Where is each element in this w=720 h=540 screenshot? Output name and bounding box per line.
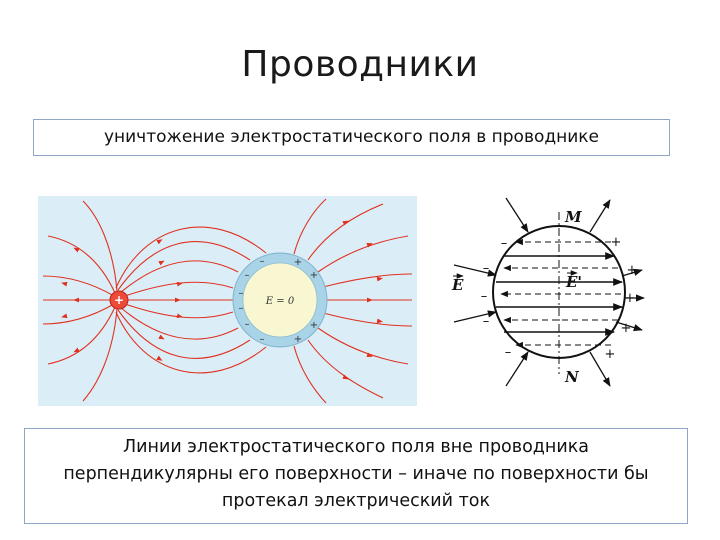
field-line [119, 306, 239, 340]
field-line [47, 306, 116, 365]
surface-normal-arrow [615, 321, 643, 332]
field-line [322, 312, 413, 327]
surface-charge-minus: – [245, 270, 250, 281]
uniform-field-conductor-diagram: – – – – – + + + + + M N E E' [451, 197, 645, 387]
field-line [293, 198, 327, 255]
caption-box: Линии электростатического поля вне прово… [24, 428, 688, 524]
surface-normal-arrow [453, 264, 497, 277]
field-line [82, 308, 118, 402]
field-arrow [73, 347, 80, 353]
conductor-field-diagram: E = 0 – – – – – – + + + + + [38, 196, 417, 406]
surface-charge-minus: – [483, 261, 490, 276]
inside-field-label: E = 0 [265, 296, 295, 307]
field-arrow [158, 334, 165, 340]
point-label-m: M [564, 208, 582, 226]
caption-line-1: Линии электростатического поля вне прово… [123, 437, 589, 457]
field-line [117, 241, 251, 291]
field-arrow [342, 374, 349, 380]
field-line [42, 275, 115, 297]
surface-charge-plus: + [605, 347, 616, 362]
field-line [82, 200, 118, 292]
field-line [115, 311, 267, 374]
field-line [317, 327, 409, 365]
field-arrow [342, 220, 349, 226]
field-arrow [73, 247, 80, 253]
surface-charge-minus: – [245, 319, 250, 330]
point-charge [109, 290, 129, 310]
surface-normal-arrow [589, 351, 611, 387]
surface-charge-plus: + [611, 235, 622, 250]
surface-charge-plus: + [294, 334, 302, 345]
field-line [117, 309, 251, 359]
diagram-panel [38, 196, 417, 406]
slide-title: Проводники [241, 44, 479, 85]
surface-charge-minus: – [505, 345, 512, 360]
surface-charge-minus: – [501, 236, 508, 251]
field-line [47, 235, 116, 294]
surface-normal-arrow [505, 197, 529, 233]
field-line [115, 226, 267, 289]
surface-charge-plus: + [310, 270, 318, 281]
field-line [42, 303, 115, 325]
field-arrow [156, 239, 163, 245]
surface-charge-plus: + [627, 263, 638, 278]
surface-charge-minus: – [239, 288, 244, 299]
field-arrow [61, 313, 68, 319]
surface-normal-arrow [589, 199, 611, 233]
surface-charge-plus: + [294, 257, 302, 268]
field-line [121, 302, 234, 319]
field-line [317, 235, 409, 273]
surface-charge-plus: + [310, 320, 318, 331]
field-arrow [366, 243, 373, 248]
surface-charge-plus: + [625, 291, 636, 306]
field-arrow [61, 281, 68, 287]
surface-charge-minus: – [239, 303, 244, 314]
subtitle-box: уничтожение электростатического поля в п… [33, 119, 670, 156]
surface-normal-arrow [505, 351, 529, 387]
field-arrow [158, 260, 165, 266]
induced-field-label: E' [565, 273, 582, 291]
surface-charge-minus: – [483, 314, 490, 329]
external-field-label: E [451, 276, 464, 294]
surface-normal-arrow [453, 310, 497, 323]
field-line [322, 273, 413, 288]
point-charge-sign: + [114, 293, 124, 307]
subtitle-text: уничтожение электростатического поля в п… [103, 127, 600, 147]
caption-line-3: протекал электрический ток [221, 491, 491, 511]
surface-normal-arrow [621, 268, 643, 277]
field-line [121, 281, 234, 298]
surface-charge-plus: + [621, 321, 632, 336]
surface-charge-minus: – [260, 256, 265, 267]
caption-line-2: перпендикулярны его поверхности – иначе … [63, 464, 649, 484]
field-arrow [366, 352, 373, 357]
surface-charge-minus: – [481, 289, 488, 304]
field-arrow [156, 355, 163, 361]
point-label-n: N [564, 368, 580, 386]
field-line [119, 260, 239, 294]
surface-charge-minus: – [260, 334, 265, 345]
field-line [293, 345, 327, 404]
conductor-interior [242, 262, 318, 338]
